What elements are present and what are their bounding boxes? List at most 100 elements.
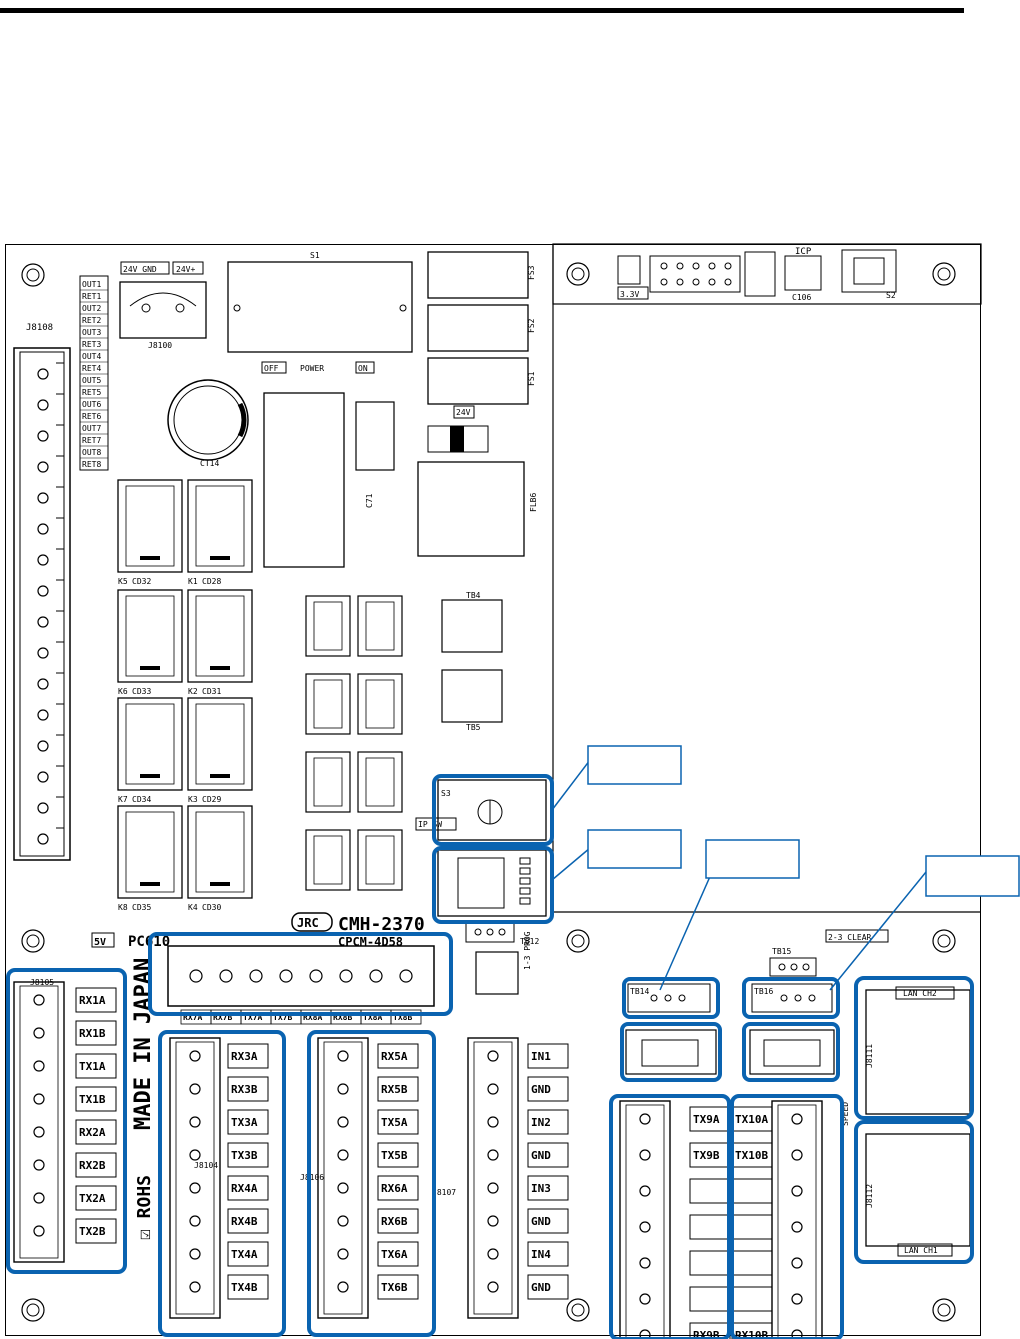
header-pin-label: TX8B (393, 1013, 412, 1022)
relay-id: K3 (188, 795, 198, 804)
terminal-pin (337, 1116, 349, 1128)
top-subboard (552, 243, 982, 305)
relay-cap: CD35 (132, 903, 151, 912)
header-rule (0, 8, 964, 13)
lan-ch1-jack (865, 1133, 971, 1247)
terminal-pin (33, 1192, 45, 1204)
terminal-pin (487, 1248, 499, 1260)
terminal-pin (487, 1149, 499, 1161)
relay-cap: CD31 (202, 687, 221, 696)
mounting-hole-icon (566, 929, 590, 953)
board-model: CMH-2370 (338, 914, 425, 935)
terminal-pin (487, 1083, 499, 1095)
highlight-tx9-module (620, 1022, 722, 1082)
fs2-fuse (427, 304, 529, 352)
highlight-tb16 (742, 977, 840, 1019)
mini-connector (357, 595, 403, 657)
relay-label: OUT7 (82, 424, 101, 433)
terminal-pin (189, 1149, 201, 1161)
terminal-pin (487, 1116, 499, 1128)
power-caption: POWER (300, 364, 324, 373)
pin-label: IN4 (531, 1248, 551, 1261)
relay-id: K1 (188, 577, 198, 586)
tb4-transformer (441, 599, 503, 653)
pin-label: RX1B (79, 1027, 106, 1040)
terminal-pin (791, 1293, 803, 1305)
j8106-terminal (317, 1037, 369, 1319)
relay (117, 589, 183, 683)
terminal-pin (639, 1113, 651, 1125)
mounting-hole-icon (932, 1298, 956, 1322)
callout-box-3 (705, 839, 800, 879)
relay-label: OUT6 (82, 400, 101, 409)
pin-label: TX10A (735, 1113, 768, 1126)
terminal-pin (189, 1083, 201, 1095)
pin-label: GND (531, 1281, 551, 1294)
pin-label: TX5A (381, 1116, 408, 1129)
highlight-j8105 (6, 968, 127, 1274)
terminal-pin (37, 709, 49, 721)
tb14-header (627, 983, 711, 1013)
header-pin (189, 969, 203, 983)
relay-cap: CD32 (132, 577, 151, 586)
terminal-pin (639, 1257, 651, 1269)
terminal-pin (487, 1281, 499, 1293)
made-in-japan-label: MADE IN JAPAN (131, 958, 156, 1130)
terminal-pin (639, 1293, 651, 1305)
header-pin (369, 969, 383, 983)
pin-label: TX9A (693, 1113, 720, 1126)
mini-connector (357, 829, 403, 891)
terminal-pin (487, 1050, 499, 1062)
terminal-pin (33, 1060, 45, 1072)
relay-label: OUT1 (82, 280, 101, 289)
s1-label: S1 (310, 251, 320, 260)
relay-label: OUT3 (82, 328, 101, 337)
j8105-terminal (13, 981, 65, 1263)
terminal-pin (33, 1126, 45, 1138)
pin-label: TX5B (381, 1149, 408, 1162)
pin-label: TX4B (231, 1281, 258, 1294)
pin-label: RX6A (381, 1182, 408, 1195)
header-pin (339, 969, 353, 983)
mounting-hole-icon (566, 1298, 590, 1322)
v33-label: 3.3V (620, 290, 639, 299)
terminal-pin (189, 1182, 201, 1194)
pin-label: RX10B (735, 1329, 768, 1339)
lan-ch2-label: LAN CH2 (903, 989, 937, 998)
pin-label: RX2A (79, 1126, 106, 1139)
terminal-pin (37, 771, 49, 783)
dc-dc-module (263, 392, 345, 568)
header-pin (219, 969, 233, 983)
c71-label: C71 (365, 493, 374, 508)
pin-label: TX2A (79, 1192, 106, 1205)
relay-label: RET7 (82, 436, 101, 445)
j8108-terminal (13, 347, 71, 861)
icp-label: ICP (795, 247, 812, 257)
lan-ch2-jack (865, 989, 971, 1115)
mounting-hole-icon (932, 929, 956, 953)
j8104-label: J8104 (194, 1161, 218, 1170)
relay (117, 805, 183, 899)
terminal-pin (791, 1149, 803, 1161)
header-pin-label: RX7A (183, 1013, 202, 1022)
prog-label: 1-3 PROG (523, 931, 532, 970)
highlight-lan-ch2 (854, 976, 974, 1120)
terminal-pin (37, 678, 49, 690)
mini-connector (305, 829, 351, 891)
tx9-module (625, 1029, 717, 1075)
ct14-label: CT14 (200, 459, 219, 468)
terminal-pin (37, 461, 49, 473)
supply-gnd-label: 24V GND (123, 265, 157, 274)
pin-label: TX10B (735, 1149, 768, 1162)
mounting-hole-icon (21, 1298, 45, 1322)
terminal-pin (791, 1113, 803, 1125)
ct14-capacitor (167, 379, 249, 461)
relay-label: RET4 (82, 364, 101, 373)
pin-label: IN3 (531, 1182, 551, 1195)
off-label: OFF (264, 364, 279, 373)
relay (187, 805, 253, 899)
relay (117, 697, 183, 791)
terminal-pin (337, 1281, 349, 1293)
